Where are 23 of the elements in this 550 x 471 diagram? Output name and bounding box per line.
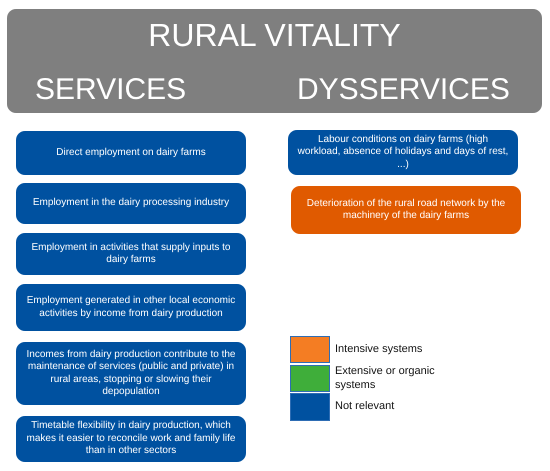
legend-label: Not relevant [335, 399, 396, 414]
statement-text: Employment in the dairy processing industry [32, 197, 230, 210]
banner-heading: RURAL VITALITY [147, 16, 402, 55]
legend-label: Intensive systems [335, 342, 424, 356]
statement-text: Employment in activities that supply inputs to dairy farms [30, 242, 232, 266]
column-heading: SERVICES [35, 72, 188, 108]
statement-box [16, 342, 246, 405]
statement-text: Direct employment on dairy farms [56, 146, 206, 160]
legend-label: Extensive or organic systems [335, 364, 436, 393]
column-heading: DYSSERVICES [297, 72, 511, 108]
statement-box [16, 233, 246, 275]
statement-box [291, 186, 521, 234]
statement-box [16, 183, 246, 224]
header-banner [7, 9, 542, 113]
statement-box [16, 131, 246, 175]
statement-text: Timetable flexibility in dairy production, which makes it easier to reconcile work and family life than in other sectors [26, 420, 236, 458]
statement-text: Labour conditions on dairy farms (high workload, absence of holidays and days of rest, ...) [296, 134, 510, 172]
statement-text: Deterioration of the rural road network by the machinery of the dairy farms [306, 198, 506, 222]
statement-box [288, 130, 518, 175]
statement-text: Employment generated in other local economic activities by income from dairy production [26, 295, 236, 320]
statement-box [16, 284, 246, 331]
statement-text: Incomes from dairy production contribute to the maintenance of services (public and private) in rural areas, stopping or slowing their depopulation [26, 348, 236, 398]
statement-box [16, 416, 246, 462]
